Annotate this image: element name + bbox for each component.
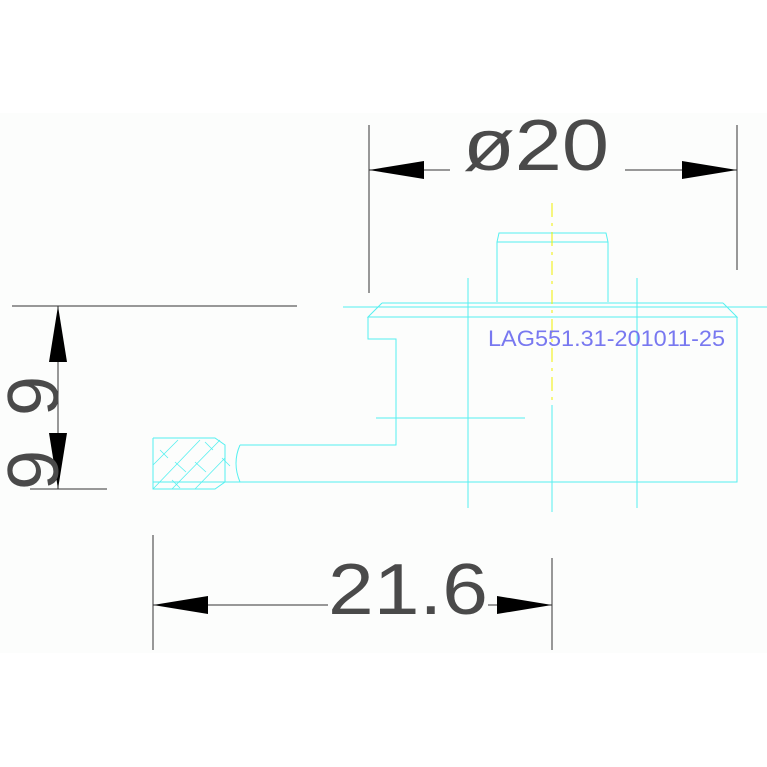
arrowhead-top (49, 306, 67, 362)
length-dimension (152, 535, 553, 650)
arrowhead-left (153, 596, 208, 614)
arrowhead-right (497, 596, 552, 614)
height-dimension-text: 9 (0, 376, 74, 416)
break-arc (235, 444, 241, 483)
diameter-dimension-text: ø20 (463, 106, 609, 186)
hatch-pattern (152, 439, 231, 490)
height-dimension (12, 305, 297, 490)
body-right-bottom (153, 317, 738, 483)
part-label: LAG551.31-201011-25 (488, 326, 725, 351)
drawing-area (0, 113, 767, 653)
arrowhead-bottom (49, 433, 67, 489)
diameter-dimension (368, 125, 738, 293)
arrowhead-right (682, 161, 737, 179)
length-dimension-text: 21.6 (328, 550, 488, 630)
part-outline (152, 232, 767, 512)
arrowhead-left (369, 161, 424, 179)
body-left-step (240, 317, 397, 446)
height-dimension-text-repeat: 9 (0, 450, 74, 490)
